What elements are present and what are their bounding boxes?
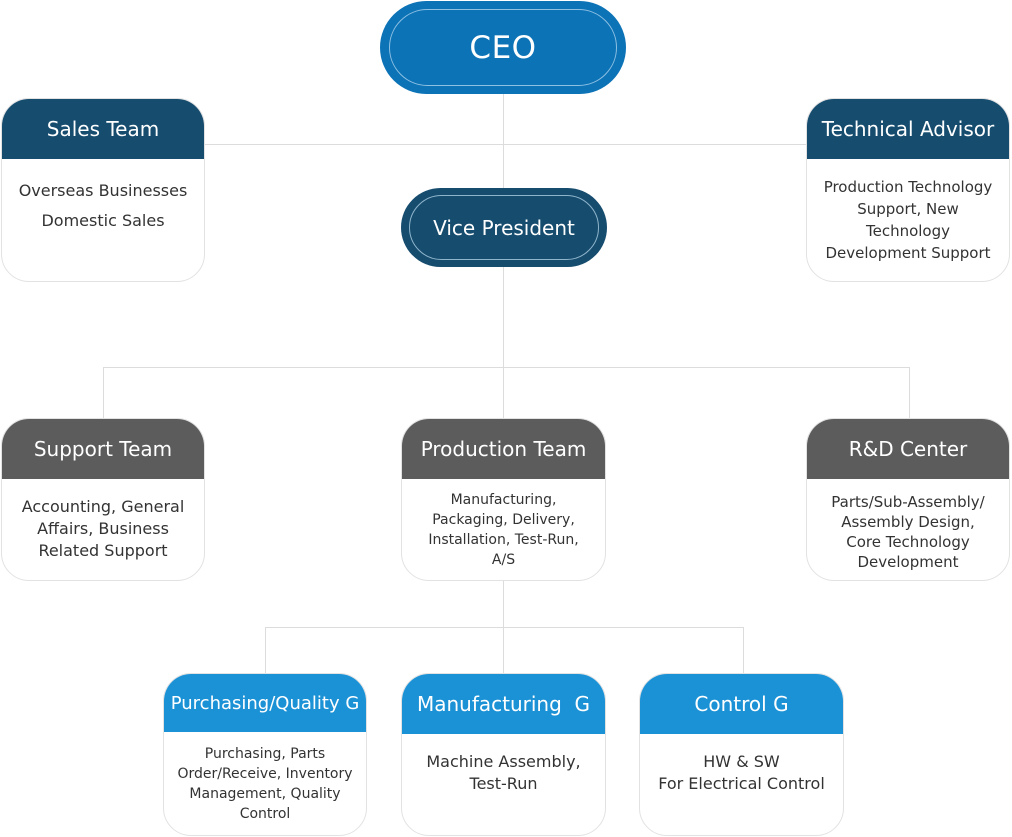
manufacturing-group-body: Machine Assembly, Test-Run: [426, 752, 581, 793]
vice-president-node: Vice President: [401, 188, 607, 267]
purchasing-quality-group-node: Purchasing/Quality G Purchasing, Parts O…: [163, 673, 367, 836]
sales-team-body: Overseas Businesses Domestic Sales: [18, 181, 188, 230]
rd-center-body: Parts/Sub-Assembly/ Assembly Design, Cor…: [831, 493, 985, 571]
production-team-node: Production Team Manufacturing, Packaging…: [401, 418, 606, 581]
connector-ceo-to-vp: [503, 94, 504, 188]
production-team-body: Manufacturing, Packaging, Delivery, Inst…: [428, 492, 579, 568]
production-team-title: Production Team: [402, 419, 605, 479]
manufacturing-group-title: Manufacturing G: [402, 674, 605, 734]
connector-to-support: [103, 367, 104, 419]
technical-advisor-node: Technical Advisor Production Technology …: [806, 98, 1010, 282]
connector-to-purchasing: [265, 627, 266, 674]
ceo-label: CEO: [389, 9, 617, 86]
support-team-title: Support Team: [2, 419, 204, 479]
sales-team-title: Sales Team: [2, 99, 204, 159]
support-team-node: Support Team Accounting, General Affairs…: [1, 418, 205, 581]
technical-advisor-body: Production Technology Support, New Techn…: [823, 178, 993, 262]
connector-vp-to-teams: [503, 267, 504, 419]
manufacturing-group-node: Manufacturing G Machine Assembly, Test-R…: [401, 673, 606, 836]
ceo-node: CEO: [380, 1, 626, 94]
connector-groups-horizontal: [265, 627, 744, 628]
connector-sales-to-advisor: [204, 144, 808, 145]
rd-center-node: R&D Center Parts/Sub-Assembly/ Assembly …: [806, 418, 1010, 581]
vice-president-label: Vice President: [409, 195, 599, 260]
control-group-title: Control G: [640, 674, 843, 734]
purchasing-quality-group-body: Purchasing, Parts Order/Receive, Invento…: [177, 746, 353, 822]
sales-team-node: Sales Team Overseas Businesses Domestic …: [1, 98, 205, 282]
connector-teams-horizontal: [103, 367, 910, 368]
control-group-node: Control G HW & SW For Electrical Control: [639, 673, 844, 836]
support-team-body: Accounting, General Affairs, Business Re…: [21, 497, 185, 560]
control-group-body: HW & SW For Electrical Control: [658, 752, 825, 793]
rd-center-title: R&D Center: [807, 419, 1009, 479]
purchasing-quality-group-title: Purchasing/Quality G: [164, 674, 366, 732]
connector-to-rd: [909, 367, 910, 419]
connector-to-control: [743, 627, 744, 674]
technical-advisor-title: Technical Advisor: [807, 99, 1009, 159]
